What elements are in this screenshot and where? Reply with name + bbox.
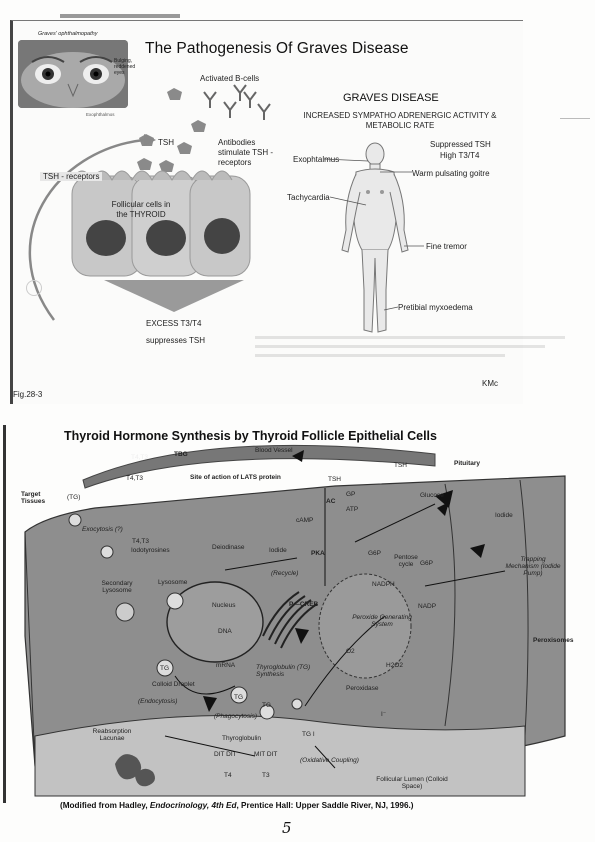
recycle-label: (Recycle) bbox=[271, 570, 299, 577]
follicular-cells bbox=[71, 170, 251, 277]
bleed-through bbox=[255, 330, 585, 380]
gp-label: GP bbox=[346, 491, 356, 498]
camp-label: cAMP bbox=[296, 517, 314, 524]
suppressed-tsh: Suppressed TSH bbox=[430, 140, 491, 149]
credit-book: Endocrinology, 4th Ed bbox=[149, 801, 237, 810]
diagram-title: Thyroid Hormone Synthesis by Thyroid Fol… bbox=[64, 429, 437, 443]
follicular-label: Follicular cells in the THYROID bbox=[111, 200, 171, 219]
thyroid-follicle-diagram bbox=[24, 444, 566, 797]
thyroglobulin-synthesis-label: Thyroglobulin (TG) Synthesis bbox=[256, 664, 311, 678]
t3-label: T3 bbox=[262, 772, 270, 779]
follicular-lumen-label: Follicular Lumen (Colloid Space) bbox=[376, 776, 448, 790]
secondary-lysosome-label: Secondary Lysosome bbox=[101, 580, 133, 594]
punch-hole bbox=[26, 280, 42, 296]
ac-label: AC bbox=[326, 498, 336, 505]
source-credit: (Modified from Hadley, Endocrinology, 4t… bbox=[60, 801, 414, 810]
o2-label: O2 bbox=[346, 648, 355, 655]
activated-b-cells-label: Activated B-cells bbox=[200, 74, 260, 83]
inset-caption: Graves' ophthalmopathy bbox=[38, 31, 98, 37]
tg-secreted: (TG) bbox=[67, 494, 81, 501]
iodotyrosines-label: Iodotyrosines bbox=[131, 547, 170, 554]
pituitary-label: Pituitary bbox=[454, 460, 481, 467]
exophtalmus-label: Exophtalmus bbox=[293, 155, 340, 164]
p-creb-label: P—CREB bbox=[289, 601, 319, 608]
figure-number: Fig.28-3 bbox=[13, 390, 43, 399]
nucleus-label: Nucleus bbox=[212, 602, 236, 609]
nadph-label: NADPH bbox=[372, 581, 395, 588]
g6p2-label: G6P bbox=[420, 560, 434, 567]
mrna-label: mRNA bbox=[216, 662, 236, 669]
iodide-inner: Iodide bbox=[269, 547, 287, 554]
slide-title: The Pathogenesis Of Graves Disease bbox=[145, 40, 409, 57]
t4t3-out: T4,T3 bbox=[126, 475, 143, 482]
atp-label: ATP bbox=[346, 506, 359, 513]
tsh-label: TSH bbox=[158, 138, 174, 147]
tsh-receptor-label: TSH bbox=[328, 476, 341, 483]
graves-heading: GRAVES DISEASE bbox=[343, 92, 439, 104]
t4t3-vessel: T4,T3 bbox=[131, 454, 148, 461]
trapping-label: Trapping Mechanism (Iodide Pump) bbox=[505, 556, 561, 577]
high-t3t4: High T3/T4 bbox=[440, 151, 480, 160]
t4-label: T4 bbox=[224, 772, 232, 779]
ophthalmopathy-photo bbox=[18, 40, 128, 108]
excess-label: EXCESS T3/T4 bbox=[146, 319, 202, 328]
pentose-label: Pentose cycle bbox=[394, 554, 418, 568]
nadp-label: NADP bbox=[418, 603, 437, 610]
thyroglobulin-label: Thyroglobulin bbox=[222, 735, 262, 742]
body-figure bbox=[341, 142, 409, 333]
pretibial-label: Pretibial myxoedema bbox=[398, 303, 473, 312]
iodide-ion-label: I⁻ bbox=[381, 711, 387, 718]
antibody-icons bbox=[203, 84, 271, 120]
antibodies-note: Antibodies stimulate TSH - receptors bbox=[218, 138, 273, 167]
tg-vesicle-1: TG bbox=[234, 694, 244, 701]
tbg-label: TBG bbox=[174, 451, 188, 458]
tsh-vessel: TSH bbox=[394, 462, 407, 469]
peroxidase-label: Peroxidase bbox=[346, 685, 379, 692]
endocytosis-label: (Endocytosis) bbox=[138, 698, 178, 705]
pka-label: PKA bbox=[311, 550, 325, 557]
mit-dit-label: MIT DIT bbox=[254, 751, 278, 758]
suppresses-label: suppresses TSH bbox=[146, 336, 205, 345]
margin-line bbox=[560, 118, 590, 119]
iodide-label: Iodide bbox=[495, 512, 513, 519]
peroxide-label: Peroxide Generating System bbox=[352, 614, 412, 628]
tsh-receptors-label: TSH - receptors bbox=[40, 172, 103, 181]
fine-tremor-label: Fine tremor bbox=[426, 242, 467, 251]
author-initials: KMc bbox=[482, 379, 498, 388]
exocytosis-label: Exocytosis (?) bbox=[82, 526, 123, 533]
dna-label: DNA bbox=[218, 628, 232, 635]
target-tissues-label: Target Tissues bbox=[21, 491, 46, 505]
excess-arrow bbox=[104, 280, 244, 312]
lysosome-label: Lysosome bbox=[158, 579, 188, 586]
dit-dit-label: DIT DIT bbox=[214, 751, 237, 758]
increased-activity: INCREASED SYMPATHO ADRENERGIC ACTIVITY &… bbox=[303, 111, 497, 130]
lats-label: Site of action of LATS protein bbox=[190, 474, 281, 481]
tg-vesicle-2: TG bbox=[262, 702, 272, 709]
tg-droplet-label: TG bbox=[160, 665, 170, 672]
blood-vessel-label: Blood Vessel bbox=[255, 447, 293, 454]
body-leader-lines bbox=[323, 158, 424, 311]
peroxisomes-label: Peroxisomes bbox=[533, 637, 574, 644]
tgi-label: TG I bbox=[302, 731, 315, 738]
eyes-image bbox=[18, 40, 128, 108]
tsh-molecules bbox=[137, 88, 206, 172]
colloid-droplet-label: Colloid Droplet bbox=[152, 681, 195, 688]
warm-goitre-label: Warm pulsating goitre bbox=[412, 169, 490, 178]
glucose-label: Glucose bbox=[420, 492, 444, 499]
deiodinase-label: Deiodinase bbox=[212, 544, 245, 551]
g6p-label: G6P bbox=[368, 550, 382, 557]
t4t3-inner: T4,T3 bbox=[132, 538, 149, 545]
slide-top-shadow bbox=[60, 14, 180, 18]
h2o2-label: H2O2 bbox=[386, 662, 403, 669]
phagocytosis-label: (Phagocytosis) bbox=[214, 713, 257, 720]
credit-prefix: (Modified from Hadley, bbox=[60, 801, 150, 810]
oxidative-coupling-label: (Oxidative Coupling) bbox=[300, 757, 359, 764]
inset-sub: Exophthalmos bbox=[86, 112, 115, 117]
credit-suffix: , Prentice Hall: Upper Saddle River, NJ,… bbox=[236, 801, 414, 810]
reabsorption-label: Reabsorption Lacunae bbox=[92, 728, 132, 742]
diagram-frame-left bbox=[3, 425, 6, 803]
tachycardia-label: Tachycardia bbox=[287, 193, 330, 202]
page-number: 5 bbox=[282, 819, 292, 837]
inset-note: Bulging, reddened eyes bbox=[114, 58, 136, 76]
